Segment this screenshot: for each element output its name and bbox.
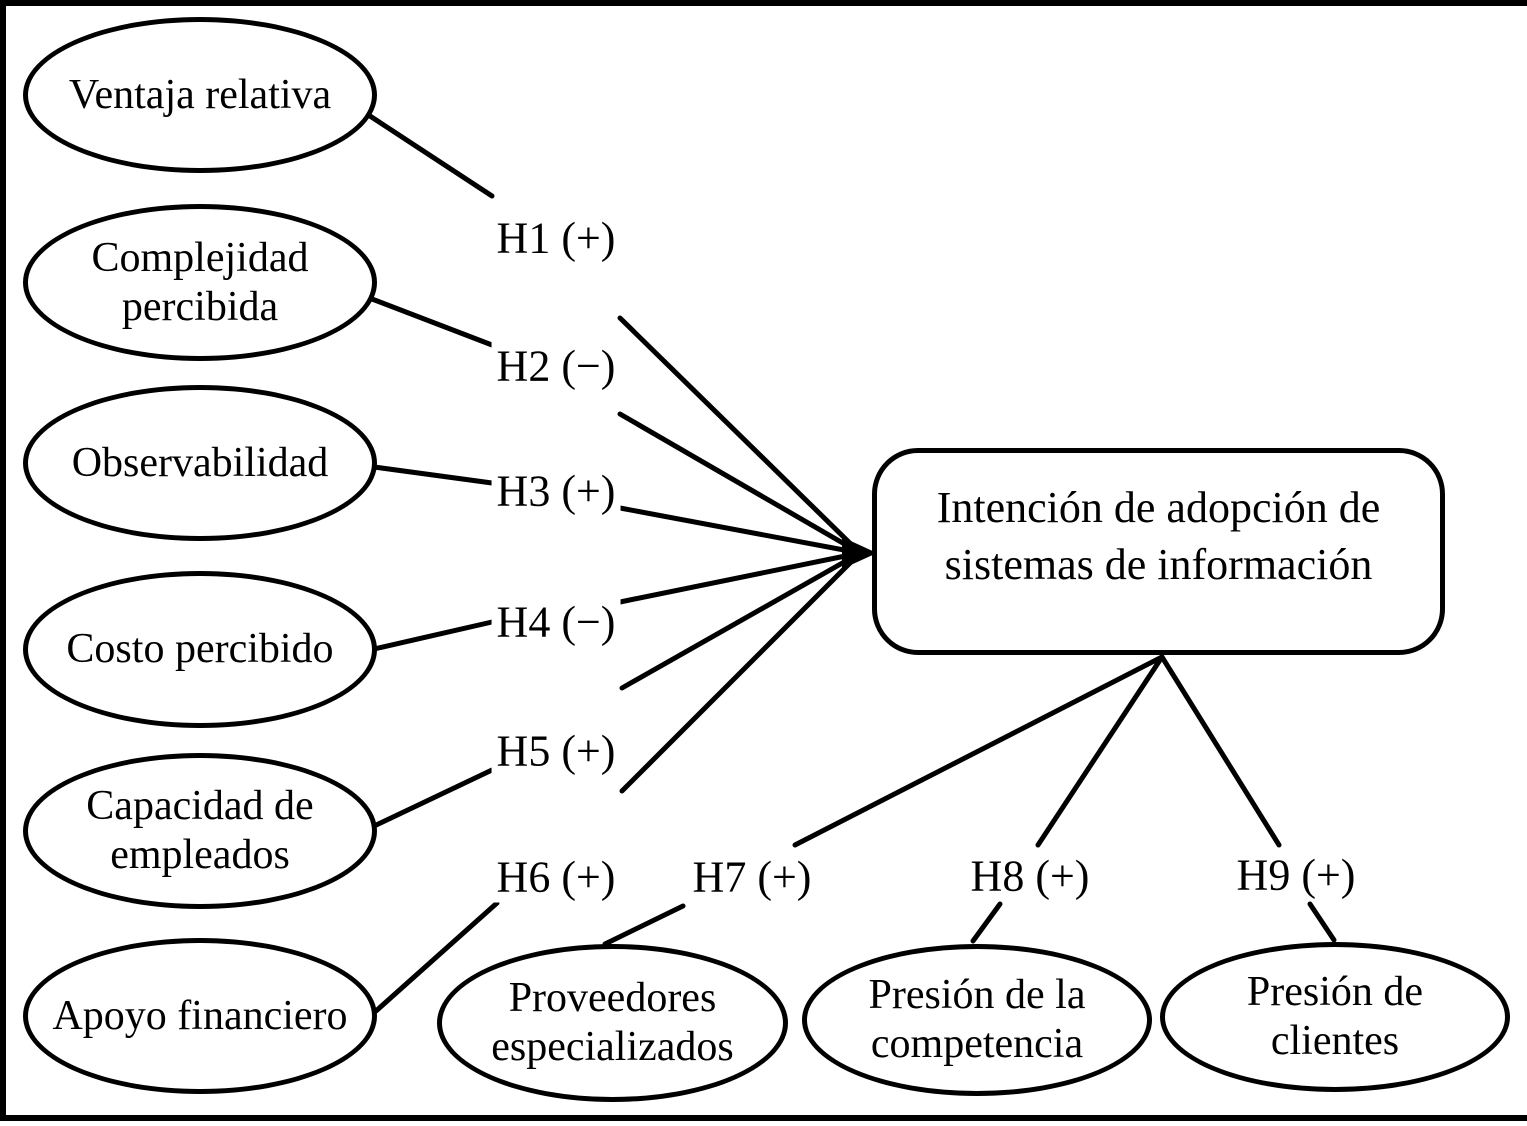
factor-ellipse-presion-de-clientes: Presión de clientes (1160, 942, 1510, 1092)
hypothesis-label-h8: H8 (+) (965, 850, 1095, 902)
h4-main-line (617, 550, 863, 605)
hypothesis-label-h6: H6 (+) (491, 851, 621, 903)
factor-label: Costo percibido (66, 626, 334, 673)
outcome-box: Intención de adopción de sistemas de inf… (872, 448, 1445, 655)
factor-label: Presión de clientes (1246, 969, 1424, 1064)
factor-ellipse-complejidad-percibida: Complejidad percibida (23, 204, 377, 361)
factor-ellipse-proveedores-especializados: Proveedores especializados (437, 944, 788, 1102)
arrowhead-icon (842, 537, 877, 569)
h3-stub-line (371, 464, 495, 486)
h9-main-line (1159, 654, 1282, 848)
factor-label: Apoyo financiero (52, 992, 348, 1039)
h5-stub-line (369, 767, 495, 830)
factor-ellipse-presion-de-la-competencia: Presión de la competencia (802, 944, 1152, 1096)
h8-stub-line (970, 901, 1003, 944)
factor-label: Observabilidad (71, 439, 329, 486)
factor-label: Proveedores especializados (491, 975, 734, 1070)
h6-stub-line (373, 900, 500, 1014)
h1-stub-line (367, 113, 495, 199)
hypothesis-label-h4: H4 (−) (491, 596, 621, 648)
h4-stub-line (371, 619, 495, 652)
h2-main-line (617, 411, 863, 556)
hypothesis-label-h3: H3 (+) (491, 465, 621, 517)
factor-ellipse-capacidad-de-empleados: Capacidad de empleados (23, 753, 377, 909)
h3-main-line (617, 505, 863, 556)
h8-main-line (1035, 654, 1165, 848)
h7-stub-line (602, 903, 686, 947)
hypothesis-label-h7: H7 (+) (687, 851, 817, 903)
hypothesis-label-h2: H2 (−) (491, 340, 621, 392)
h9-stub-line (1307, 901, 1337, 943)
hypothesis-label-h9: H9 (+) (1231, 849, 1361, 901)
h5-main-line (619, 550, 863, 691)
outcome-label: Intención de adopción de sistemas de inf… (936, 483, 1381, 589)
factor-ellipse-apoyo-financiero: Apoyo financiero (23, 938, 377, 1094)
factor-label: Presión de la competencia (868, 972, 1086, 1067)
factor-ellipse-ventaja-relativa: Ventaja relativa (23, 17, 377, 173)
hypothesis-label-h5: H5 (+) (491, 725, 621, 777)
factor-label: Complejidad percibida (91, 234, 309, 330)
hypothesis-label-h1: H1 (+) (491, 212, 621, 264)
h6-main-line (619, 550, 863, 794)
factor-ellipse-costo-percibido: Costo percibido (23, 571, 377, 728)
factor-label: Ventaja relativa (68, 71, 332, 118)
h1-main-line (617, 315, 863, 556)
factor-ellipse-observabilidad: Observabilidad (23, 385, 377, 541)
factor-label: Capacidad de empleados (86, 783, 314, 878)
h2-stub-line (369, 296, 495, 348)
h7-main-line (792, 654, 1165, 848)
